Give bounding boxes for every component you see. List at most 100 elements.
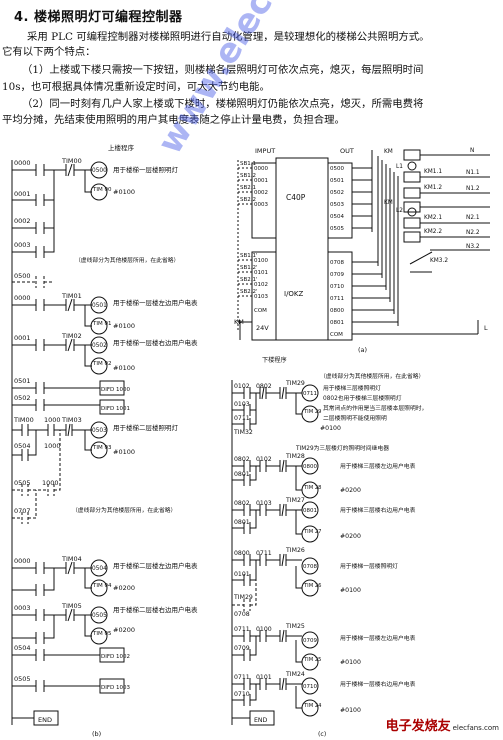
fig-c-coil-0708 — [301, 557, 319, 575]
fig-b-c-tim00: TIM00 — [13, 416, 34, 424]
fig-a-com-in: COM — [254, 308, 267, 314]
fig-b-c-0707: 0707 — [14, 507, 31, 515]
fig-a-in-0002: 0002 — [254, 190, 268, 196]
fig-a-out-0504: 0504 — [330, 214, 344, 220]
fig-c-timer-24 — [301, 699, 319, 717]
fig-a-out-0505: 0505 — [330, 226, 344, 232]
fig-b-timer-04-value: #0200 — [113, 584, 135, 592]
fig-c-timer-27 — [301, 525, 319, 543]
paragraph-2: 它有以下两个特点： — [2, 46, 96, 58]
fig-b-coil-0500 — [90, 161, 108, 179]
fig-b-c-0501: 0501 — [14, 377, 31, 385]
fig-b-c-0505a: 0505 — [14, 479, 31, 487]
fig-b-c-0003a: 0003 — [14, 241, 31, 249]
fig-a-relay-km11 — [403, 171, 421, 183]
fig-c-timer-26-value: #0100 — [340, 587, 361, 594]
fig-a-relay-km21 — [403, 217, 421, 229]
fig-c-r5-c1: 0711 — [234, 626, 250, 633]
fig-a-out-0503: 0503 — [330, 202, 344, 208]
fig-c-timer-28-value: #0200 — [340, 487, 361, 494]
fig-a-in-0103: 0103 — [254, 294, 268, 300]
fig-c-r4-c2: 0711 — [256, 550, 272, 557]
fig-b-note-1: 用于楼梯一层楼照明灯 — [113, 165, 179, 174]
fig-c-timer-27-value: #0200 — [340, 533, 361, 540]
fig-a-out-0800: 0800 — [330, 308, 344, 314]
fig-b-coil-0501 — [90, 296, 108, 314]
fig-b-timer-03 — [90, 441, 108, 459]
fig-a-relay-km2 — [403, 201, 421, 213]
fig-a-phase-n32: N3.2 — [466, 244, 480, 250]
fig-c-l-0710: 0710 — [234, 691, 250, 698]
fig-a-lamp-l1 — [407, 161, 417, 171]
fig-c-r5-c2: 0100 — [256, 626, 272, 633]
fig-c-note-n4: 二层楼照明不能使用照明 — [323, 414, 387, 422]
fig-b-c-0504b: 0504 — [14, 644, 31, 652]
fig-b-difd-1001 — [99, 399, 125, 415]
fig-a-phase-n: N — [470, 148, 474, 154]
fig-c-r6-c1: 0711 — [234, 674, 250, 681]
fig-b-coil-0500-label: 0500 — [92, 168, 107, 174]
fig-c-coil-0711 — [301, 384, 319, 402]
fig-c-l-0801b: 0801 — [234, 519, 250, 526]
fig-b-c-0000c: 0000 — [14, 557, 31, 565]
fig-b-note-4: 用于楼梯二层楼照明灯 — [113, 423, 179, 432]
fig-a-voltage: 24V — [256, 324, 269, 332]
paragraph-4: 10s，也可根据具体情况重新设定时间，可大大节约电能。 — [2, 81, 270, 93]
fig-b-caption: (b) — [92, 730, 101, 738]
fig-c-timer-28 — [301, 481, 319, 499]
fig-c-note-r3: 用于楼梯三层楼右边用户电表 — [340, 506, 416, 514]
fig-c-note-r2: 用于楼梯三层楼左边用户电表 — [340, 462, 416, 470]
fig-b-tim04: TIM04 — [61, 555, 82, 563]
fig-b-timer-01-label: TIM 01 — [92, 321, 111, 327]
fig-b-difd-1002-label: DIFD 1002 — [101, 654, 130, 660]
paragraph-1: 采用 PLC 可编程控制器对楼梯照明进行自动化管理，是较理想化的楼梯公共照明方式… — [27, 31, 430, 43]
fig-a-phase-n12: N1.2 — [466, 186, 480, 192]
fig-c-r2-c2: 0102 — [256, 456, 272, 463]
fig-a-phase-l: L — [484, 324, 488, 332]
fig-a-out-0709: 0709 — [330, 272, 344, 278]
fig-b-coil-0502 — [90, 336, 108, 354]
paragraph-6: 平均分摊，先结束使用照明的用户其电度表随之停止计量电费，负担合理。 — [2, 114, 345, 126]
fig-a-btn-sb11p: SB1.1' — [240, 253, 258, 259]
fig-c-r1-tim: TIM29 — [285, 380, 305, 387]
fig-b-difd-1003-label: DIFD 1003 — [101, 685, 131, 691]
fig-b-difd-1000 — [99, 380, 125, 396]
fig-b-tim05: TIM05 — [61, 602, 82, 610]
fig-b-end: END — [38, 716, 52, 724]
fig-b-c-0000a: 0000 — [14, 159, 31, 167]
fig-b-timer-02-value: #0100 — [113, 364, 135, 372]
fig-b-tim02: TIM02 — [61, 332, 82, 340]
paragraph-5: （2）同一时刻有几户人家上楼或下楼时，楼梯照明灯仍能依次点亮，熄灭，所需电费将 — [22, 98, 424, 110]
fig-c-r4-tim: TIM26 — [285, 547, 305, 554]
fig-c-note-top: （虚线部分为其他楼层所用，在此省略） — [320, 372, 424, 380]
fig-b-note-2: 用于楼梯一层楼左边用户电表 — [113, 298, 198, 307]
fig-c-r3-c1: 0802 — [234, 500, 250, 507]
fig-c-coil-0709 — [301, 631, 319, 649]
fig-b-coil-0501-label: 0501 — [92, 303, 107, 309]
fig-c-r3-tim: TIM27 — [285, 497, 305, 504]
fig-c-timer-25 — [301, 653, 319, 671]
fig-c-l-0103: 0103 — [234, 401, 250, 408]
fig-a-lamp-l2-label: L2 — [396, 208, 403, 214]
fig-a-out-0500: 0500 — [330, 166, 344, 172]
fig-a-btn-sb22: SB2.2 — [240, 197, 256, 203]
fig-a-btn-sb11: SB1.1 — [240, 161, 256, 167]
fig-a-relay-km-label: KM — [384, 149, 393, 155]
fig-b-timer-01 — [90, 317, 108, 335]
fig-c-note-r6: 用于楼梯一层楼右边用户电表 — [340, 680, 416, 688]
fig-c-r2-tim: TIM28 — [285, 453, 305, 460]
fig-a-btn-sb21p: SB2.1' — [240, 277, 258, 283]
fig-c-r6-tim: TIM24 — [285, 671, 305, 678]
fig-c-l-0801a: 0801 — [234, 471, 250, 478]
fig-c-r5-tim: TIM25 — [285, 623, 305, 630]
fig-c-note-n1: 用于楼梯三层楼照明灯 — [323, 384, 381, 392]
fig-c-note-r4: 用于楼梯一层楼照明灯 — [340, 562, 398, 570]
fig-a-in-0001: 0001 — [254, 178, 268, 184]
fig-c-note-r5: 用于楼梯一层楼左边用户电表 — [340, 634, 416, 642]
fig-c-timer-25-value: #0100 — [340, 659, 361, 666]
fig-a-input-label: IMPUT — [255, 147, 275, 155]
fig-c-timer-25-label: TIM 25 — [303, 657, 321, 663]
fig-b-timer-02 — [90, 357, 108, 375]
